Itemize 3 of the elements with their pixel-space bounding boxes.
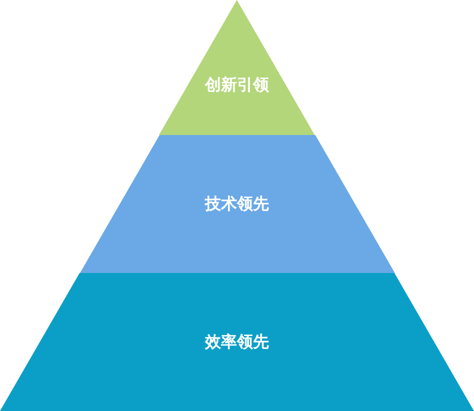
- tier-label: 技术领先: [204, 194, 269, 214]
- tier-label: 效率领先: [205, 332, 269, 352]
- tier-label: 创新引领: [204, 74, 269, 96]
